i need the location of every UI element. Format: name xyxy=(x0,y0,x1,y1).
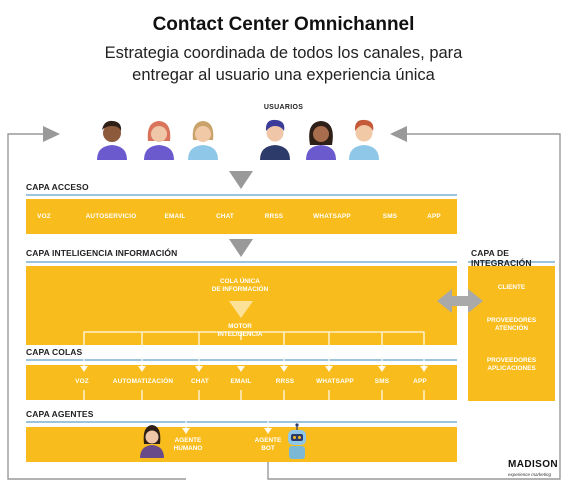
agente-humano-label: AGENTE HUMANO xyxy=(166,437,210,453)
colas-divider xyxy=(26,359,457,361)
user-avatar-5 xyxy=(306,121,336,160)
acceso-item-chat: CHAT xyxy=(215,213,235,220)
inteligencia-divider xyxy=(26,261,457,263)
integracion-divider xyxy=(468,261,555,263)
motor-inteligencia-label: MOTOR INTELIGENCIA xyxy=(190,323,290,339)
colas-item-app: APP xyxy=(413,378,427,385)
acceso-item-autoservicio: AUTOSERVICIO xyxy=(85,213,137,220)
integracion-item-proveedores-aplicaciones: PROVEEDORES APLICACIONES xyxy=(468,357,555,373)
acceso-item-voz: VOZ xyxy=(37,213,51,220)
acceso-item-sms: SMS xyxy=(382,213,398,220)
colas-to-agentes-connectors xyxy=(83,390,425,431)
prov-atencion-line-2: ATENCIÓN xyxy=(495,325,528,332)
agente-bot-label: AGENTE BOT xyxy=(246,437,290,453)
agente-humano-icon xyxy=(140,425,164,458)
acceso-item-email: EMAIL xyxy=(164,213,186,220)
page-title: Contact Center Omnichannel xyxy=(152,14,415,35)
cola-unica-line-2: DE INFORMACIÓN xyxy=(211,286,269,293)
loop-right-arrowhead xyxy=(390,126,407,142)
madison-logo: MADISON xyxy=(508,459,559,470)
integracion-box xyxy=(468,266,555,401)
acceso-box xyxy=(26,199,457,234)
agente-bot-icon xyxy=(288,423,306,459)
acceso-divider xyxy=(26,194,457,196)
integracion-item-proveedores-atencion: PROVEEDORES ATENCIÓN xyxy=(468,317,555,333)
user-avatar-3 xyxy=(188,121,218,160)
acceso-item-whatsapp: WHATSAPP xyxy=(313,213,351,220)
colas-arrowheads xyxy=(80,366,428,372)
agente-bot-line-1: AGENTE xyxy=(254,437,282,444)
capa-integracion-label: CAPA DE INTEGRACIÓN xyxy=(471,248,532,268)
usuarios-label: USUARIOS xyxy=(263,104,304,111)
arrow-acceso-to-inteligencia xyxy=(229,239,253,257)
colas-item-email: EMAIL xyxy=(230,378,252,385)
agente-humano-line-1: AGENTE xyxy=(174,437,202,444)
cola-unica-label: COLA ÚNICA DE INFORMACIÓN xyxy=(190,278,290,294)
arrow-cola-to-motor xyxy=(229,301,253,318)
acceso-item-app: APP xyxy=(427,213,441,220)
capa-acceso-label: CAPA ACCESO xyxy=(26,182,89,192)
capa-colas-label: CAPA COLAS xyxy=(26,347,83,357)
colas-item-rrss: RRSS xyxy=(275,378,295,385)
madison-tagline: experience marketing xyxy=(508,472,552,477)
prov-atencion-line-1: PROVEEDORES xyxy=(486,317,537,324)
motor-line-1: MOTOR xyxy=(228,323,252,330)
cola-unica-line-1: COLA ÚNICA xyxy=(220,278,260,285)
user-avatar-1 xyxy=(97,120,127,160)
capa-agentes-label: CAPA AGENTES xyxy=(26,409,94,419)
colas-item-voz: VOZ xyxy=(75,378,89,385)
agentes-divider xyxy=(26,421,457,423)
subtitle-line-1: Estrategia coordinada de todos los canal… xyxy=(104,44,463,62)
user-avatar-2 xyxy=(144,121,174,160)
agentes-box xyxy=(26,427,457,462)
prov-aplicaciones-line-2: APLICACIONES xyxy=(487,365,536,372)
colas-item-sms: SMS xyxy=(374,378,390,385)
capa-inteligencia-label: CAPA INTELIGENCIA INFORMACIÓN xyxy=(26,248,178,258)
motor-to-colas-connectors xyxy=(83,331,425,369)
loop-left-arrowhead xyxy=(43,126,60,142)
motor-line-2: INTELIGENCIA xyxy=(217,331,263,338)
acceso-item-rrss: RRSS xyxy=(264,213,284,220)
loop-left xyxy=(7,133,186,480)
agente-humano-line-2: HUMANO xyxy=(173,445,203,452)
integracion-item-cliente: CLIENTE xyxy=(497,284,526,291)
page-subtitle: Estrategia coordinada de todos los canal… xyxy=(0,42,567,86)
prov-aplicaciones-line-1: PROVEEDORES xyxy=(486,357,537,364)
loop-right xyxy=(267,133,561,480)
arrow-users-to-acceso xyxy=(229,171,253,189)
agentes-arrowheads xyxy=(182,428,272,434)
integration-double-arrow xyxy=(437,289,483,313)
colas-item-whatsapp: WHATSAPP xyxy=(316,378,354,385)
agente-bot-line-2: BOT xyxy=(261,445,275,452)
subtitle-line-2: entregar al usuario una experiencia únic… xyxy=(132,66,435,84)
user-avatar-6 xyxy=(349,119,379,160)
colas-item-automatizacion: AUTOMATIZACIÓN xyxy=(112,378,174,385)
colas-item-chat: CHAT xyxy=(190,378,210,385)
user-avatar-4 xyxy=(260,119,290,160)
